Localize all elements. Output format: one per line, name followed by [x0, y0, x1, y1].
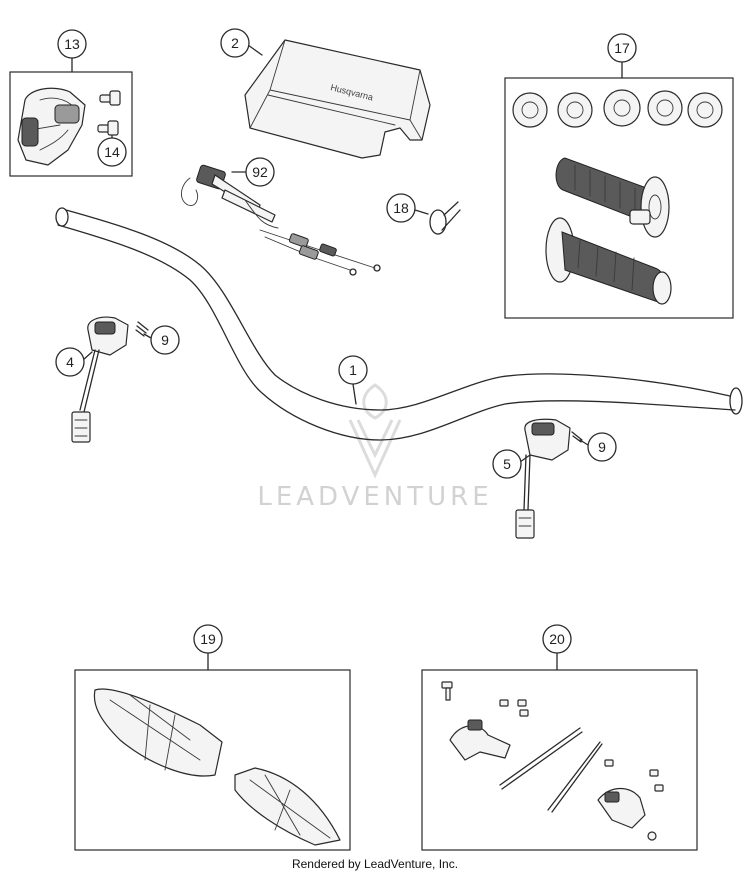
callout-9-right: 9	[579, 432, 617, 462]
footer-credit: Rendered by LeadVenture, Inc.	[292, 857, 458, 871]
handguards-group	[74, 669, 351, 851]
throttle-housing-group	[9, 71, 133, 177]
left-switch-screw	[135, 321, 149, 337]
handguard-mount-kit-group	[421, 669, 698, 851]
svg-text:9: 9	[161, 332, 169, 348]
handlebar-pad: Husqvarna	[244, 39, 431, 159]
right-switch-screw	[571, 431, 583, 443]
svg-text:92: 92	[252, 164, 268, 180]
svg-text:14: 14	[104, 144, 120, 160]
callout-4: 4	[55, 347, 93, 377]
svg-text:2: 2	[231, 35, 239, 51]
callout-18: 18	[386, 193, 429, 223]
svg-text:1: 1	[349, 362, 357, 378]
throttle-cable-assembly	[181, 164, 381, 276]
left-grip	[545, 217, 672, 305]
svg-text:4: 4	[66, 354, 74, 370]
handlebar	[55, 207, 743, 441]
svg-text:17: 17	[614, 40, 630, 56]
mount-rods	[499, 727, 603, 813]
callout-13: 13	[57, 29, 87, 73]
callout-20: 20	[542, 624, 572, 671]
cable-tie	[429, 201, 461, 235]
callout-92: 92	[231, 157, 275, 187]
svg-text:9: 9	[598, 439, 606, 455]
svg-text:5: 5	[503, 456, 511, 472]
callout-1: 1	[338, 355, 368, 405]
mount-bolts-top	[441, 681, 529, 717]
mount-clamp-left	[449, 719, 511, 761]
callout-19: 19	[193, 624, 223, 671]
callout-17: 17	[607, 33, 637, 79]
left-switch	[71, 316, 129, 443]
right-grip	[555, 157, 670, 238]
callout-5: 5	[492, 449, 531, 479]
svg-text:18: 18	[393, 200, 409, 216]
housing-bolt-a	[99, 90, 121, 106]
callout-14: 14	[97, 135, 127, 167]
mount-bolts-bottom	[604, 759, 664, 841]
svg-text:19: 19	[200, 631, 216, 647]
watermark: LEADVENTURE	[257, 383, 492, 512]
grip-set-group	[504, 77, 734, 319]
svg-text:13: 13	[64, 36, 80, 52]
right-switch	[515, 418, 571, 539]
callout-2: 2	[220, 28, 263, 58]
callout-9-left: 9	[143, 325, 180, 355]
throttle-cams	[512, 89, 723, 128]
watermark-text: LEADVENTURE	[257, 482, 492, 512]
mount-clamp-right	[597, 787, 646, 829]
watermark-logo-icon	[348, 383, 402, 479]
housing-bolt-b	[97, 120, 119, 136]
svg-text:20: 20	[549, 631, 565, 647]
